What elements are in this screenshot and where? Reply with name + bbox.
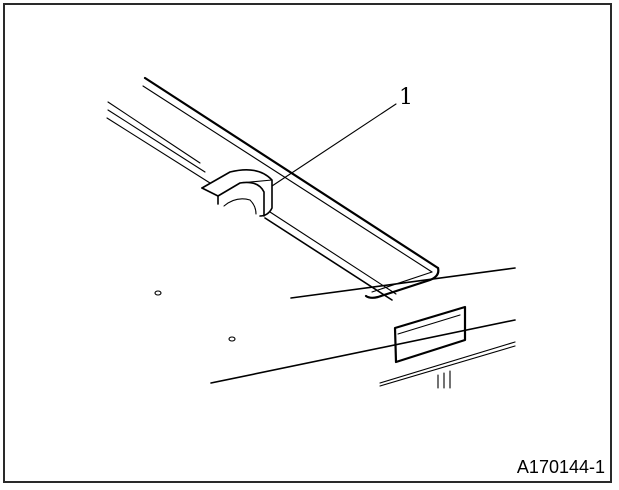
base-panel xyxy=(210,267,516,384)
rectangular-opening xyxy=(393,305,467,364)
callout-leader xyxy=(271,103,397,187)
figure-id: A170144-1 xyxy=(516,457,605,477)
callout-label: 1 xyxy=(399,85,413,110)
hook-part xyxy=(201,169,273,217)
figure-frame xyxy=(3,3,612,483)
mounting-hole xyxy=(228,336,236,342)
mounting-hole xyxy=(154,290,162,296)
lower-structure xyxy=(379,341,516,389)
